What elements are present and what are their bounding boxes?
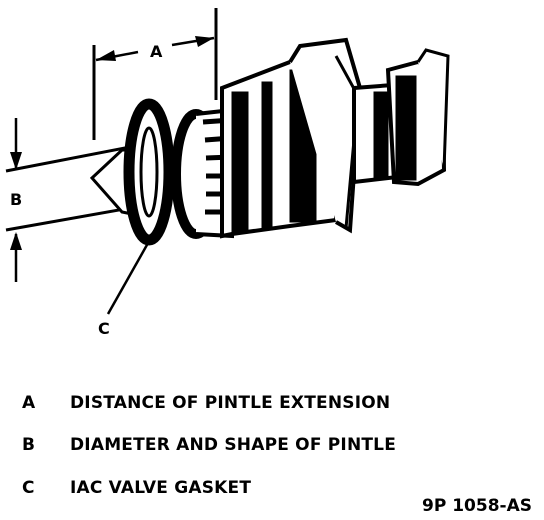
callout-c-label: C: [98, 319, 110, 338]
legend-desc-c: IAC VALVE GASKET: [70, 478, 252, 498]
legend-desc-a: DISTANCE OF PINTLE EXTENSION: [70, 393, 391, 413]
callout-b-label: B: [10, 190, 22, 209]
iac-valve-diagram: A B: [5, 8, 450, 338]
iac-valve-gasket: [123, 98, 175, 246]
figure-id: 9P 1058-AS: [422, 496, 532, 516]
dimension-b: [5, 118, 131, 282]
electrical-connector: [352, 48, 450, 187]
callout-a-label: A: [150, 42, 163, 61]
legend-key-b: B: [22, 435, 35, 455]
legend-item-b: B DIAMETER AND SHAPE OF PINTLE: [0, 435, 544, 459]
callout-c-leader: [106, 235, 154, 315]
dimension-a: [92, 8, 218, 140]
legend-key-a: A: [22, 393, 36, 413]
legend-item-a: A DISTANCE OF PINTLE EXTENSION: [0, 393, 544, 417]
legend-key-c: C: [22, 478, 35, 498]
legend-item-c: C IAC VALVE GASKET: [0, 478, 544, 502]
valve-body: [220, 37, 363, 239]
legend-desc-b: DIAMETER AND SHAPE OF PINTLE: [70, 435, 397, 455]
